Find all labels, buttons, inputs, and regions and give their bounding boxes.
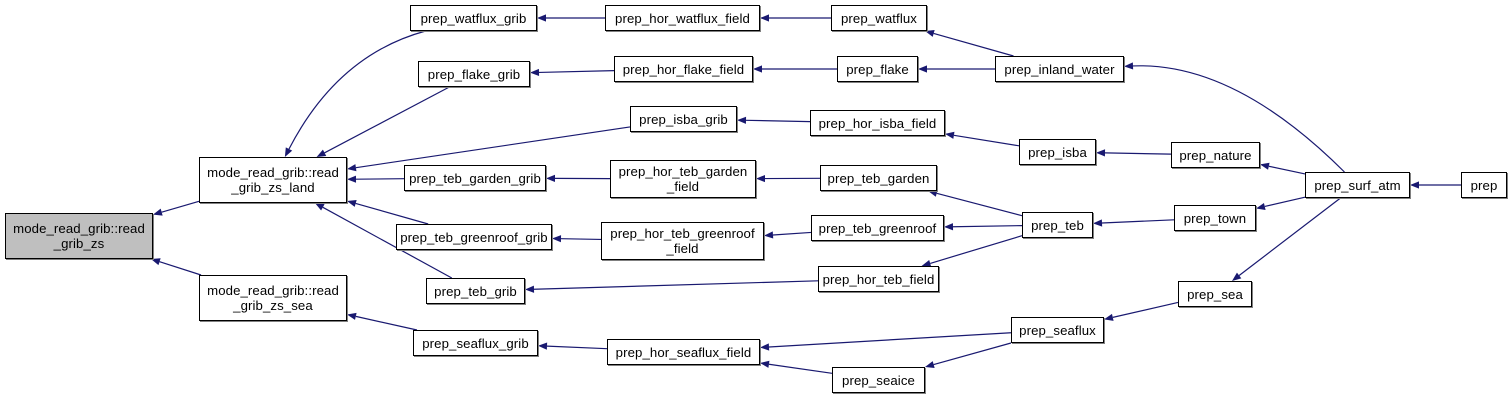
graph-node-prep_sea[interactable]: prep_sea [1178, 281, 1252, 307]
graph-node-read_grib_zs_land[interactable]: mode_read_grib::read _grib_zs_land [199, 157, 347, 203]
graph-edge-prep_hor_seaflux_field-to-prep_seaflux_grib [546, 345, 608, 350]
graph-node-prep_watflux_grib[interactable]: prep_watflux_grib [410, 5, 537, 31]
graph-arrowhead-prep_teb_garden-to-prep_hor_teb_garden_field [756, 174, 766, 183]
graph-node-prep_isba_grib[interactable]: prep_isba_grib [630, 106, 737, 132]
graph-node-prep_isba[interactable]: prep_isba [1019, 139, 1096, 165]
graph-arrowhead-prep_isba-to-prep_hor_isba_field [945, 131, 955, 139]
graph-arrowhead-prep_sea-to-prep_seaflux [1104, 313, 1114, 321]
graph-node-prep_flake_grib[interactable]: prep_flake_grib [418, 61, 530, 87]
graph-node-prep_town[interactable]: prep_town [1174, 205, 1256, 231]
graph-edge-prep_surf_atm-to-prep_town [1264, 196, 1306, 208]
graph-edge-prep_town-to-prep_teb [1101, 219, 1175, 224]
graph-node-prep_seaflux[interactable]: prep_seaflux [1011, 317, 1104, 343]
graph-node-prep_seaflux_grib[interactable]: prep_seaflux_grib [413, 330, 538, 356]
graph-node-prep[interactable]: prep [1461, 172, 1507, 198]
graph-edge-prep_teb_greenroof-to-prep_hor_teb_greenroof_field [772, 231, 812, 236]
graph-edge-read_grib_zs_sea-to-read_grib_zs [159, 261, 202, 276]
graph-node-prep_hor_isba_field[interactable]: prep_hor_isba_field [810, 110, 945, 136]
graph-arrowhead-prep_isba_grib-to-read_grib_zs_land [347, 164, 357, 172]
graph-node-prep_hor_seaflux_field[interactable]: prep_hor_seaflux_field [607, 339, 760, 365]
graph-arrowhead-prep_town-to-prep_teb [1093, 219, 1103, 227]
graph-arrowhead-prep_watflux_grib-to-read_grib_zs_land [284, 147, 293, 157]
graph-edge-prep_teb-to-prep_teb_garden [936, 192, 1023, 217]
graph-node-prep_teb_greenroof_grib[interactable]: prep_teb_greenroof_grib [396, 224, 552, 250]
graph-arrowhead-read_grib_zs_land-to-read_grib_zs [153, 208, 163, 216]
graph-arrowhead-prep_teb_greenroof_grib-to-read_grib_zs_land [347, 199, 357, 207]
graph-arrowhead-prep_hor_flake_field-to-prep_flake_grib [530, 68, 540, 77]
graph-arrowhead-prep_surf_atm-to-prep_sea [1231, 272, 1242, 281]
graph-edge-prep_nature-to-prep_isba [1104, 152, 1172, 155]
graph-arrowhead-prep_teb-to-prep_teb_greenroof [944, 223, 954, 231]
graph-arrowhead-prep_teb_garden_grib-to-read_grib_zs_land [347, 175, 357, 183]
graph-edge-prep_sea-to-prep_seaflux [1112, 301, 1179, 318]
graph-arrowhead-prep_teb_greenroof-to-prep_hor_teb_greenroof_field [764, 231, 774, 239]
graph-arrowhead-prep_surf_atm-to-prep_inland_water [1124, 62, 1134, 70]
graph-edge-prep_inland_water-to-prep_watflux [933, 32, 1014, 57]
graph-node-prep_inland_water[interactable]: prep_inland_water [995, 56, 1124, 82]
graph-node-prep_nature[interactable]: prep_nature [1171, 142, 1260, 168]
graph-node-prep_flake[interactable]: prep_flake [837, 56, 918, 82]
graph-edge-prep_isba_grib-to-read_grib_zs_land [355, 126, 631, 169]
graph-arrowhead-prep_flake-to-prep_hor_flake_field [753, 65, 762, 73]
graph-arrowhead-prep_nature-to-prep_isba [1096, 149, 1106, 157]
graph-arrowhead-read_grib_zs_sea-to-read_grib_zs [150, 258, 161, 266]
graph-node-prep_seaice[interactable]: prep_seaice [832, 367, 925, 393]
graph-edge-prep_watflux_grib-to-read_grib_zs_land [288, 30, 426, 150]
graph-edge-prep_seaflux-to-prep_seaice [933, 342, 1012, 366]
graph-arrowhead-prep_hor_seaflux_field-to-prep_seaflux_grib [538, 342, 548, 350]
graph-edge-prep_seaflux_grib-to-read_grib_zs_sea [355, 315, 418, 331]
graph-arrowhead-prep_seaflux-to-prep_hor_seaflux_field [760, 343, 770, 351]
graph-arrowhead-prep_teb_grib-to-read_grib_zs_land [314, 203, 325, 211]
graph-edge-prep_flake_grib-to-read_grib_zs_land [324, 86, 450, 154]
graph-edge-prep_isba-to-prep_hor_isba_field [953, 134, 1020, 147]
graph-edge-prep_hor_flake_field-to-prep_flake_grib [538, 70, 615, 74]
graph-arrowhead-prep-to-prep_surf_atm [1410, 181, 1419, 189]
graph-arrowhead-prep_hor_teb_garden_field-to-prep_teb_garden_grib [546, 174, 556, 182]
graph-arrowhead-prep_hor_watflux_field-to-prep_watflux_grib [537, 14, 546, 22]
graph-node-prep_surf_atm[interactable]: prep_surf_atm [1305, 172, 1410, 198]
graph-arrowhead-prep_seaflux-to-prep_seaice [925, 361, 935, 369]
graph-edge-prep_hor_isba_field-to-prep_isba_grib [745, 119, 811, 123]
graph-node-prep_teb_garden_grib[interactable]: prep_teb_garden_grib [404, 165, 546, 191]
graph-node-prep_hor_teb_greenroof_field[interactable]: prep_hor_teb_greenroof _field [601, 222, 764, 260]
graph-edge-prep_hor_teb_field-to-prep_teb_grib [533, 280, 819, 290]
graph-arrowhead-prep_watflux-to-prep_hor_watflux_field [760, 14, 769, 22]
graph-edge-prep_teb_greenroof_grib-to-read_grib_zs_land [355, 202, 429, 225]
graph-arrowhead-prep_hor_teb_greenroof_field-to-prep_teb_greenroof_grib [552, 235, 562, 243]
graph-node-prep_teb[interactable]: prep_teb [1022, 212, 1093, 238]
graph-arrowhead-prep_surf_atm-to-prep_nature [1260, 162, 1270, 170]
graph-node-prep_hor_teb_garden_field[interactable]: prep_hor_teb_garden _field [610, 160, 756, 198]
graph-edge-prep_surf_atm-to-prep_nature [1268, 165, 1306, 175]
graph-node-prep_hor_watflux_field[interactable]: prep_hor_watflux_field [605, 5, 760, 31]
graph-edge-prep_teb-to-prep_teb_greenroof [952, 224, 1023, 228]
graph-arrowhead-prep_seaice-to-prep_hor_seaflux_field [760, 360, 770, 368]
graph-edge-prep_hor_teb_greenroof_field-to-prep_teb_greenroof_grib [560, 238, 602, 241]
graph-node-prep_watflux[interactable]: prep_watflux [831, 5, 927, 31]
graph-arrowhead-prep_hor_isba_field-to-prep_isba_grib [737, 116, 747, 124]
graph-arrowhead-prep_surf_atm-to-prep_town [1256, 202, 1266, 210]
graph-node-prep_teb_grib[interactable]: prep_teb_grib [426, 278, 525, 304]
graph-node-prep_hor_flake_field[interactable]: prep_hor_flake_field [614, 56, 753, 82]
graph-arrowhead-prep_flake_grib-to-read_grib_zs_land [316, 149, 327, 157]
graph-arrowhead-prep_inland_water-to-prep_flake [918, 65, 927, 73]
graph-arrowhead-prep_inland_water-to-prep_watflux [925, 29, 935, 37]
graph-arrowhead-prep_seaflux_grib-to-read_grib_zs_sea [347, 312, 357, 320]
graph-node-read_grib_zs[interactable]: mode_read_grib::read _grib_zs [5, 213, 153, 259]
graph-node-read_grib_zs_sea[interactable]: mode_read_grib::read _grib_zs_sea [199, 275, 347, 321]
graph-node-prep_teb_garden[interactable]: prep_teb_garden [820, 165, 937, 191]
graph-edge-read_grib_zs_land-to-read_grib_zs [161, 200, 200, 213]
graph-edge-prep_seaflux-to-prep_hor_seaflux_field [768, 332, 1012, 348]
graph-edge-prep_seaice-to-prep_hor_seaflux_field [768, 363, 833, 374]
graph-node-prep_hor_teb_field[interactable]: prep_hor_teb_field [818, 266, 939, 292]
graph-node-prep_teb_greenroof[interactable]: prep_teb_greenroof [811, 215, 944, 241]
graph-arrowhead-prep_hor_teb_field-to-prep_teb_grib [525, 285, 535, 293]
